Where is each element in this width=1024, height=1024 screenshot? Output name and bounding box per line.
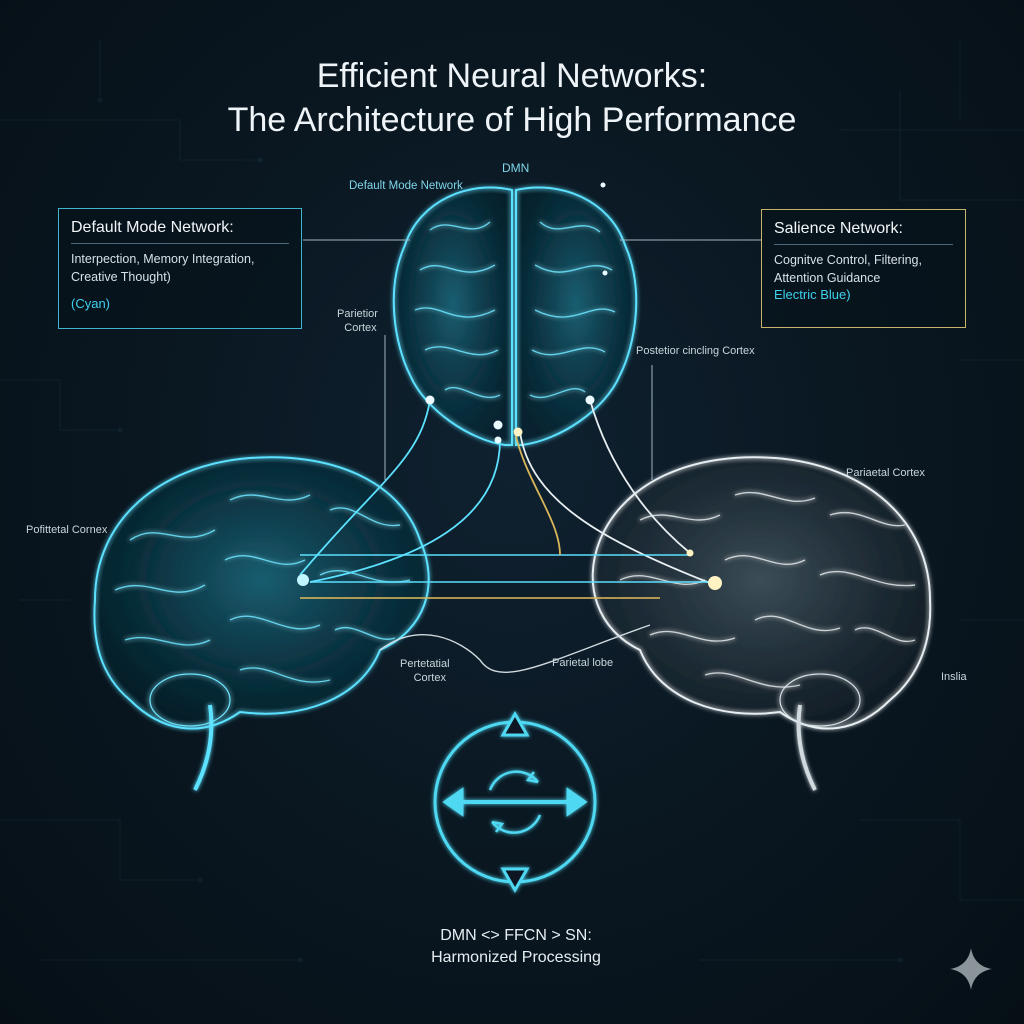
- dmn-description: Interpection, Memory Integration, Creati…: [71, 252, 255, 284]
- right-brain-white: [591, 456, 932, 791]
- label-posterior-cingulate: Postetior cincling Cortex: [636, 345, 755, 357]
- title-line-2: The Architecture of High Performance: [227, 101, 797, 139]
- bottom-caption-line2: Harmonized Processing: [431, 949, 601, 966]
- gemini-sparkle-icon: [950, 948, 992, 990]
- label-pofittetal-cortex-left: Pofittetal Cornex: [26, 524, 108, 536]
- sn-description: Cognitve Control, Filtering, Attention G…: [774, 253, 922, 285]
- dmn-info-box: Default Mode Network: Interpection, Memo…: [58, 208, 302, 329]
- dmn-heading: Default Mode Network:: [71, 219, 289, 244]
- label-parietal-cortex-right: Pariaetal Cortex: [846, 467, 925, 479]
- bottom-caption-line1: DMN <> FFCN > SN:: [440, 927, 592, 944]
- label-parietior-cortex: Parietior Cortex: [337, 307, 378, 335]
- label-pertetatial-line2: Cortex: [413, 672, 446, 684]
- dmn-color-label: (Cyan): [71, 296, 111, 311]
- network-nodes: [297, 182, 722, 590]
- label-default-mode-network: Default Mode Network: [349, 180, 463, 192]
- title-line-1: Efficient Neural Networks:: [316, 57, 708, 95]
- top-brain-dmn: [392, 186, 638, 446]
- sn-heading: Salience Network:: [774, 220, 953, 245]
- label-parietal-lobe: Parietal lobe: [552, 657, 614, 669]
- left-brain-cyan: [93, 456, 430, 791]
- label-parietior-line2: Cortex: [344, 322, 377, 334]
- label-insula: Inslia: [941, 671, 967, 683]
- network-connections: [299, 239, 761, 673]
- label-parietior-line1: Parietior: [337, 308, 378, 320]
- sn-color-label: Electric Blue): [774, 287, 851, 302]
- label-pertetatial-cortex: Pertetatial Cortex: [400, 657, 450, 685]
- label-dmn: DMN: [502, 161, 530, 175]
- label-pertetatial-line1: Pertetatial: [400, 658, 450, 670]
- page-title: Efficient Neural Networks: The Architect…: [0, 54, 1024, 142]
- sync-cycle-icon: [433, 710, 597, 894]
- bottom-caption: DMN <> FFCN > SN: Harmonized Processing: [0, 925, 1024, 969]
- sn-info-box: Salience Network: Cognitve Control, Filt…: [761, 209, 966, 328]
